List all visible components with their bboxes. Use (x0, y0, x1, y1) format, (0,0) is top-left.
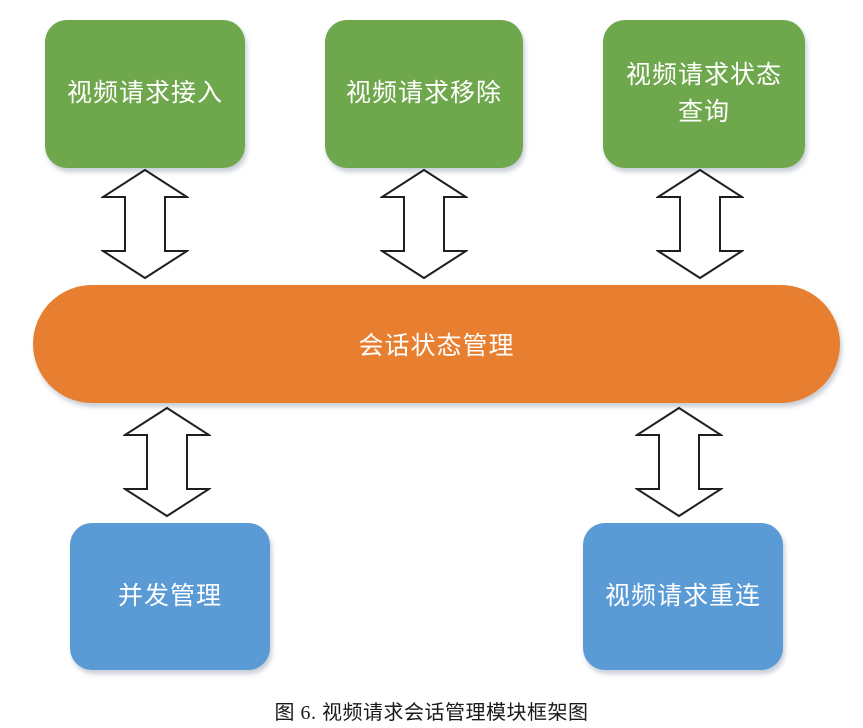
node-video-request-removal: 视频请求移除 (325, 20, 523, 168)
node-session-state-management-label: 会话状态管理 (358, 332, 515, 360)
node-video-request-access: 视频请求接入 (45, 20, 245, 168)
double-arrow-icon (380, 168, 468, 280)
double-arrow-icon (635, 406, 723, 518)
node-video-request-status-query-label: 视频请求状态查询 (625, 60, 782, 127)
node-video-request-reconnect-label: 视频请求重连 (604, 581, 761, 610)
node-concurrency-management: 并发管理 (70, 523, 270, 670)
node-session-state-management: 会话状态管理 (33, 285, 840, 403)
node-video-request-removal-label: 视频请求移除 (345, 79, 502, 108)
node-video-request-reconnect: 视频请求重连 (583, 523, 783, 670)
double-arrow-icon (101, 168, 189, 280)
double-arrow-icon (656, 168, 744, 280)
node-video-request-status-query: 视频请求状态查询 (603, 20, 805, 168)
figure-caption: 图 6. 视频请求会话管理模块框架图 (274, 702, 589, 724)
node-concurrency-management-label: 并发管理 (117, 581, 222, 610)
double-arrow-icon (123, 406, 211, 518)
node-video-request-access-label: 视频请求接入 (66, 79, 223, 108)
